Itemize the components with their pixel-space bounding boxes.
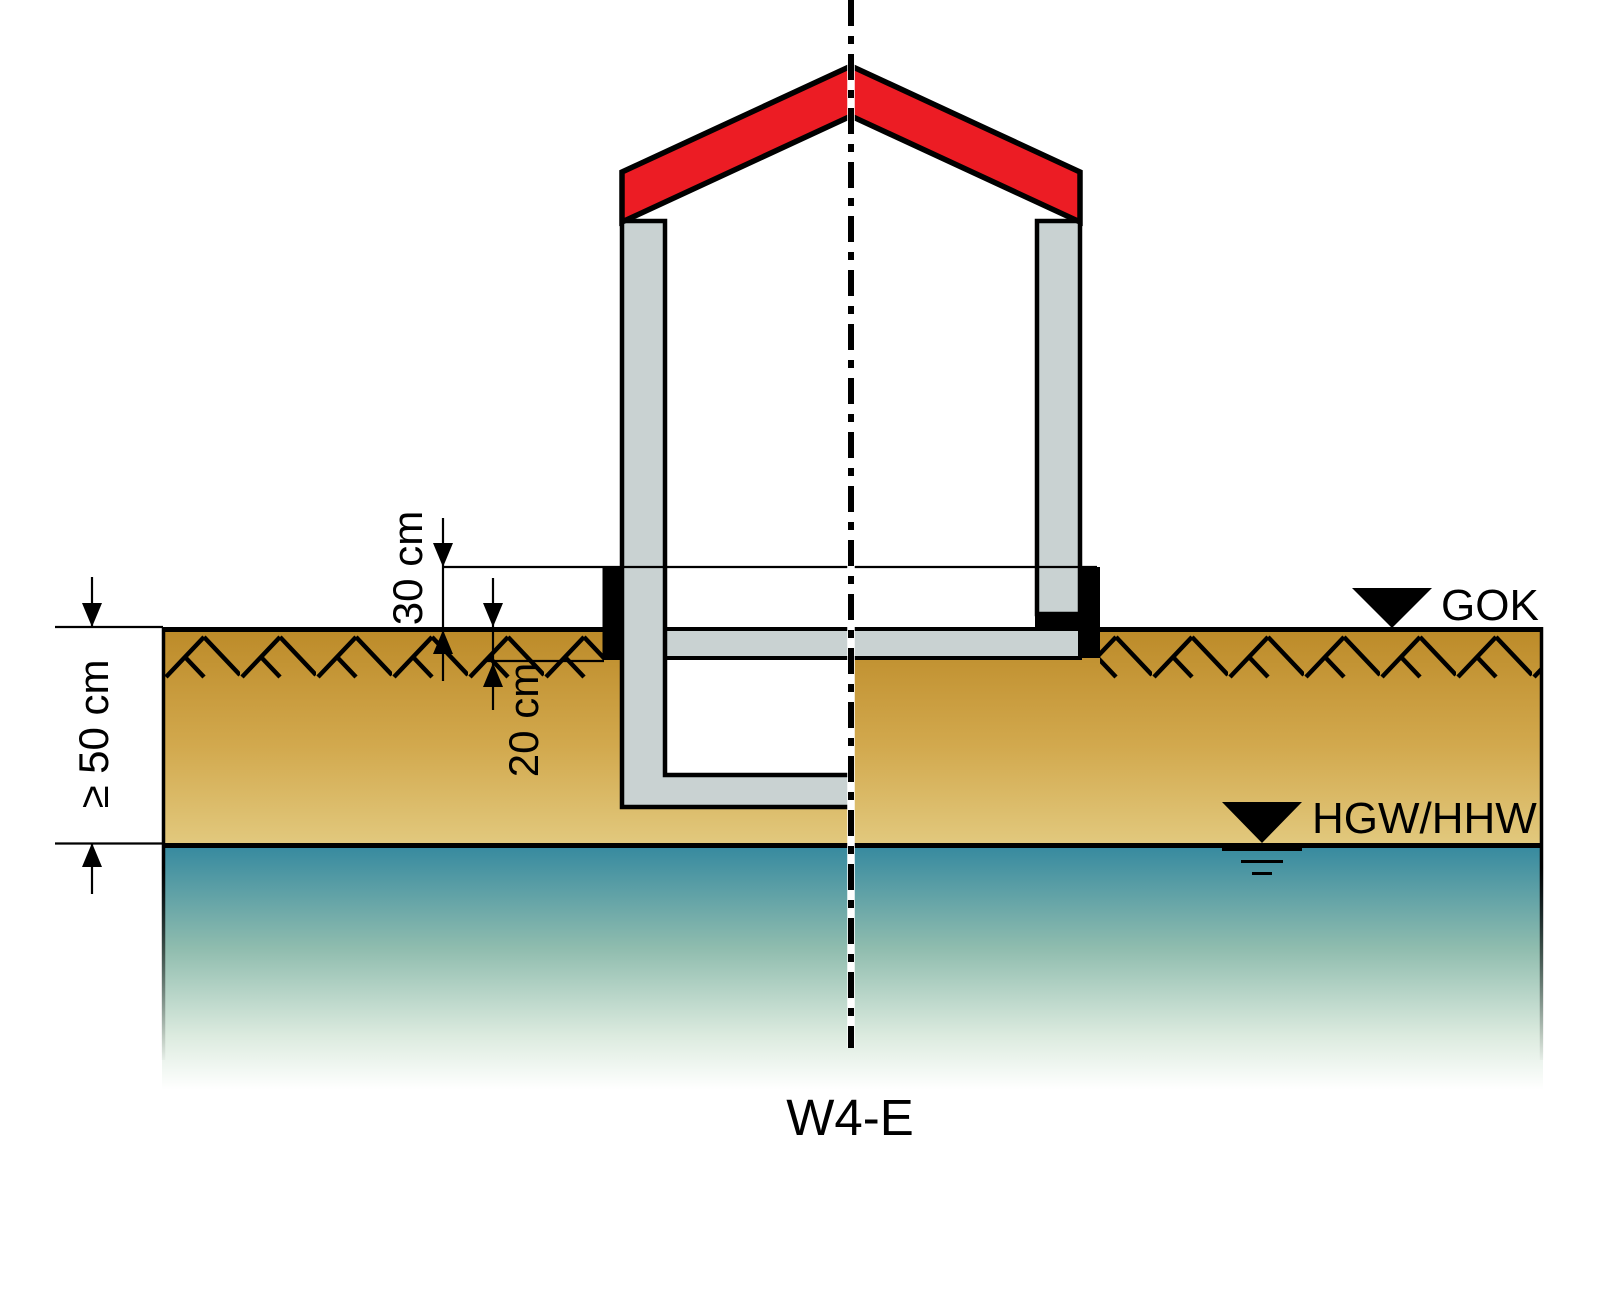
groundwater-level-label: HGW/HHW xyxy=(1312,794,1537,843)
dimension-label-20cm: 20 cm xyxy=(500,662,547,778)
waterproofing-seal-left xyxy=(602,567,622,660)
arrow-up-icon xyxy=(82,843,102,867)
dimension-label-min-50cm: ≥ 50 cm xyxy=(70,659,117,809)
dimension-label-30cm: 30 cm xyxy=(384,510,431,626)
arrow-up-icon xyxy=(483,663,503,687)
dimension-30cm xyxy=(433,518,453,681)
dimension-50cm xyxy=(55,577,163,894)
right-wall xyxy=(1034,218,1083,617)
arrow-up-icon xyxy=(433,630,453,654)
arrow-down-icon xyxy=(433,543,453,567)
ground-hatch-right xyxy=(1100,631,1541,679)
arrow-down-icon xyxy=(82,603,102,627)
waterproofing-seal-right-horizontal xyxy=(1035,612,1100,630)
gok-level-icon xyxy=(1352,588,1432,628)
ground-level-label: GOK xyxy=(1441,581,1539,630)
arrow-down-icon xyxy=(483,603,503,627)
under-slab-void xyxy=(663,656,851,777)
ground-hatch-left xyxy=(164,631,603,679)
hgw-level-icon xyxy=(1222,802,1302,875)
floor-slab xyxy=(661,627,1082,660)
diagram-title: W4-E xyxy=(786,1089,914,1146)
dimension-20cm xyxy=(483,578,503,710)
